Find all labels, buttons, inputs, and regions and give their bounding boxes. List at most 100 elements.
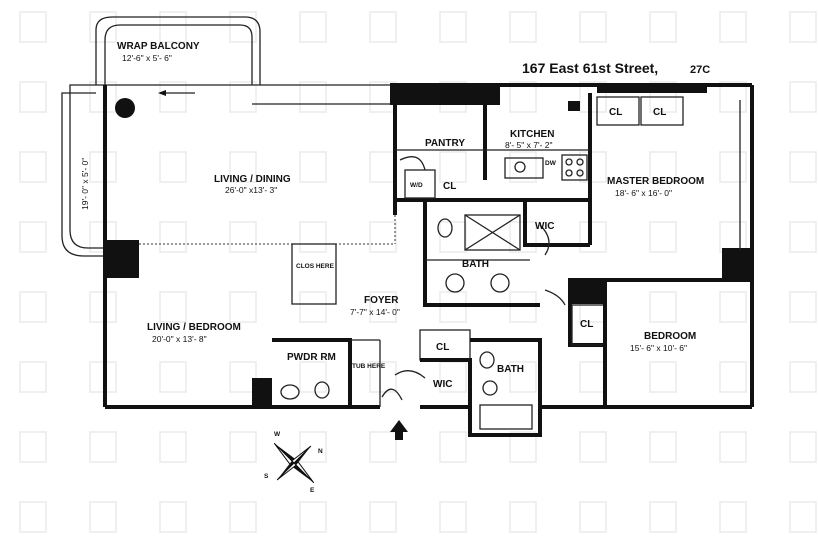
bedroom-label: BEDROOM bbox=[644, 331, 696, 342]
watermark-tile bbox=[649, 291, 677, 323]
watermark-tile bbox=[159, 221, 187, 253]
living-dining-label: LIVING / DINING bbox=[214, 174, 291, 185]
compass-s: S bbox=[264, 473, 269, 480]
interior-walls bbox=[139, 93, 752, 437]
bath-main-label: BATH bbox=[462, 259, 489, 270]
watermark-tile bbox=[369, 291, 397, 323]
watermark-tile bbox=[509, 81, 537, 113]
foyer-closet-label: CL bbox=[436, 342, 449, 353]
dishwasher-label: DW bbox=[545, 160, 557, 167]
kitchen-label: KITCHEN bbox=[510, 129, 554, 140]
watermark-tile bbox=[89, 11, 117, 43]
foyer-dims: 7'-7" x 14'- 0" bbox=[350, 307, 400, 317]
bedroom-closet-label: CL bbox=[580, 319, 593, 330]
clos-here-label: CLOS HERE bbox=[296, 263, 335, 270]
tub-here-label: TUB HERE bbox=[352, 363, 386, 370]
watermark-tile bbox=[439, 11, 467, 43]
watermark-tile bbox=[789, 291, 817, 323]
watermark-tile bbox=[719, 291, 747, 323]
compass-icon bbox=[273, 442, 315, 484]
living-bedroom-label: LIVING / BEDROOM bbox=[147, 322, 241, 333]
watermark-tile bbox=[719, 81, 747, 113]
foyer-label: FOYER bbox=[364, 295, 399, 306]
compass-e: E bbox=[310, 487, 315, 494]
watermark-tile bbox=[509, 151, 537, 183]
watermark-tile bbox=[159, 11, 187, 43]
powder-room-label: PWDR RM bbox=[287, 352, 336, 363]
watermark-tile bbox=[649, 151, 677, 183]
watermark-tile bbox=[229, 11, 257, 43]
watermark-tile bbox=[19, 431, 47, 463]
entrance-arrow-icon bbox=[390, 420, 408, 440]
watermark-tile bbox=[649, 361, 677, 393]
watermark-tile bbox=[439, 151, 467, 183]
watermark-pattern bbox=[19, 11, 817, 533]
watermark-tile bbox=[299, 151, 327, 183]
watermark-tile bbox=[229, 431, 257, 463]
address-street: 167 East 61st Street, bbox=[522, 60, 658, 76]
wic-foyer-label: WIC bbox=[433, 379, 452, 390]
watermark-tile bbox=[299, 291, 327, 323]
compass-w: W bbox=[274, 431, 281, 438]
watermark-tile bbox=[509, 361, 537, 393]
clos-here-text: CLOS HERE bbox=[296, 263, 335, 270]
watermark-tile bbox=[229, 291, 257, 323]
watermark-tile bbox=[369, 221, 397, 253]
watermark-tile bbox=[369, 431, 397, 463]
watermark-tile bbox=[719, 501, 747, 533]
compass-n: N bbox=[318, 448, 323, 455]
watermark-tile bbox=[369, 151, 397, 183]
watermark-tile bbox=[159, 81, 187, 113]
kitchen-dims: 8'- 5" x 7'- 2" bbox=[505, 140, 553, 150]
wrap-balcony-side-dims: 19'- 0" x 5'- 0" bbox=[80, 158, 90, 210]
watermark-tile bbox=[19, 361, 47, 393]
watermark-tile bbox=[579, 221, 607, 253]
watermark-tile bbox=[369, 361, 397, 393]
watermark-tile bbox=[649, 11, 677, 43]
watermark-tile bbox=[579, 431, 607, 463]
watermark-tile bbox=[719, 431, 747, 463]
watermark-tile bbox=[19, 81, 47, 113]
watermark-tile bbox=[299, 81, 327, 113]
watermark-tile bbox=[719, 151, 747, 183]
watermark-tile bbox=[579, 151, 607, 183]
watermark-tile bbox=[579, 501, 607, 533]
watermark-tile bbox=[229, 151, 257, 183]
watermark-tile bbox=[19, 221, 47, 253]
watermark-tile bbox=[299, 221, 327, 253]
watermark-tile bbox=[159, 501, 187, 533]
watermark-tile bbox=[789, 151, 817, 183]
watermark-tile bbox=[439, 431, 467, 463]
watermark-tile bbox=[229, 81, 257, 113]
address-unit: 27C bbox=[690, 64, 710, 76]
watermark-tile bbox=[649, 221, 677, 253]
watermark-tile bbox=[229, 361, 257, 393]
watermark-tile bbox=[509, 501, 537, 533]
living-bedroom-dims: 20'-0" x 13'- 8" bbox=[152, 334, 207, 344]
wrap-balcony bbox=[61, 16, 261, 257]
watermark-tile bbox=[369, 501, 397, 533]
watermark-tile bbox=[89, 501, 117, 533]
wrap-balcony-label: WRAP BALCONY bbox=[117, 41, 200, 52]
watermark-tile bbox=[579, 11, 607, 43]
bedroom-dims: 15'- 6" x 10'- 6" bbox=[630, 343, 687, 353]
watermark-tile bbox=[789, 361, 817, 393]
pantry-label: PANTRY bbox=[425, 138, 465, 149]
watermark-tile bbox=[369, 11, 397, 43]
bath-second-label: BATH bbox=[497, 364, 524, 375]
watermark-tile bbox=[579, 361, 607, 393]
watermark-tile bbox=[509, 431, 537, 463]
watermark-tile bbox=[229, 221, 257, 253]
watermark-tile bbox=[719, 11, 747, 43]
watermark-tile bbox=[19, 11, 47, 43]
washer-dryer-label: W/D bbox=[410, 182, 423, 189]
watermark-tile bbox=[299, 431, 327, 463]
master-closet-1-label: CL bbox=[609, 107, 622, 118]
watermark-tile bbox=[19, 291, 47, 323]
master-closet-2-label: CL bbox=[653, 107, 666, 118]
watermark-tile bbox=[789, 11, 817, 43]
watermark-tile bbox=[789, 221, 817, 253]
watermark-tile bbox=[229, 501, 257, 533]
labels: 167 East 61st Street, 27C WRAP BALCONY 1… bbox=[80, 41, 710, 494]
